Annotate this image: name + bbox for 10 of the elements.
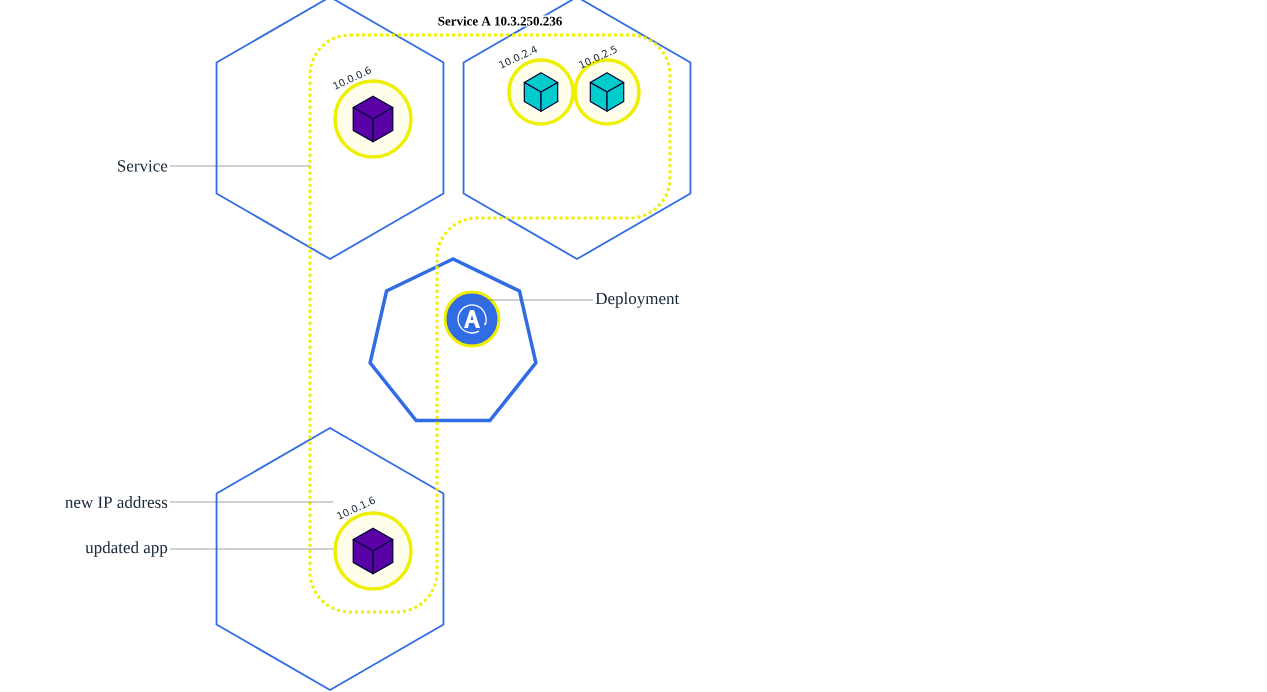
node-label: Service A 10.3.250.236 [438, 16, 562, 26]
deployment-icon [443, 290, 501, 348]
heptagon-outline [368, 257, 538, 423]
leader-line [169, 501, 334, 503]
callout-label: Service [118, 160, 168, 172]
leader-line [169, 548, 334, 550]
callout-label: updated app [85, 541, 168, 557]
callout-label: new IP address [65, 496, 168, 508]
leader-line [471, 299, 594, 301]
leader-line [169, 165, 311, 167]
